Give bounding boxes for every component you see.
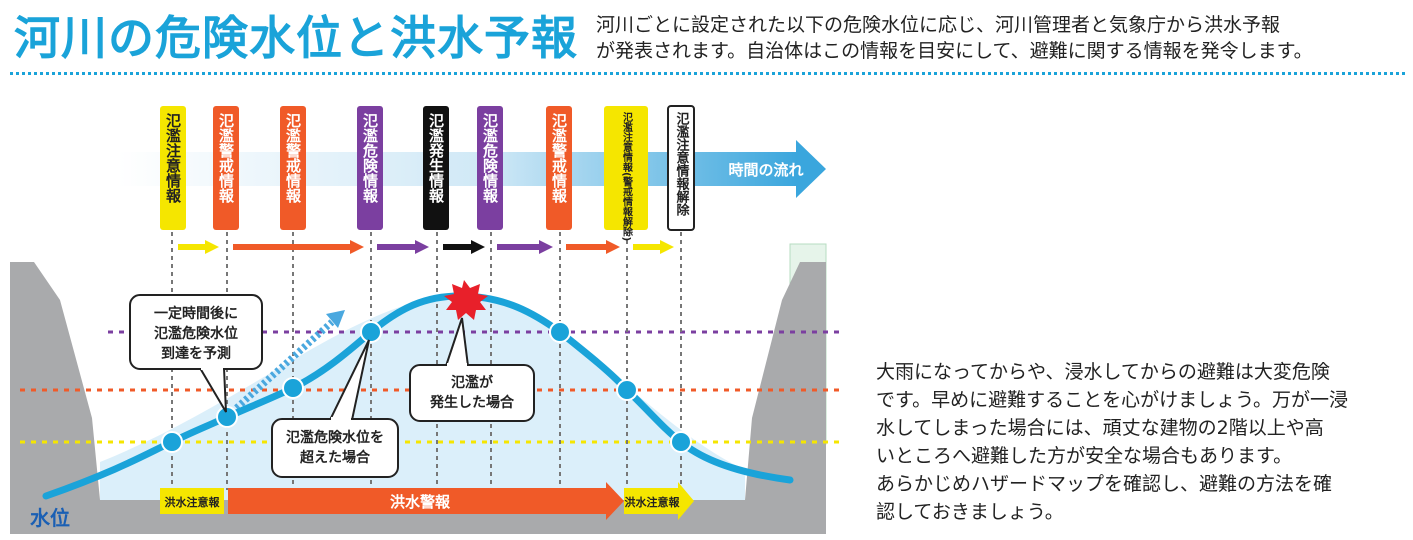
tag-6: 氾濫危険情報 xyxy=(477,106,503,230)
prediction-arrow xyxy=(229,310,345,415)
svg-text:氾濫危険水位: 氾濫危険水位 xyxy=(154,325,238,342)
water-level-label: 水位 xyxy=(30,506,70,530)
forecast-right-label: 洪水注意報 xyxy=(625,495,681,509)
advice-line: あらかじめハザードマップを確認し、避難の方法を確 xyxy=(876,473,1333,495)
svg-text:超えた場合: 超えた場合 xyxy=(299,449,371,466)
svg-text:発生した場合: 発生した場合 xyxy=(429,394,515,411)
tag-1: 氾濫注意情報 xyxy=(160,106,186,230)
tag-label: 氾濫注意情報解除 xyxy=(674,111,691,217)
forecast-middle-label: 洪水警報 xyxy=(390,493,451,511)
svg-text:氾濫が: 氾濫が xyxy=(451,374,494,391)
advice-text: 大雨になってからや、浸水してからの避難は大変危険 です。早めに避難することを心が… xyxy=(876,358,1408,526)
callout-flood: 氾濫が 発生した場合 xyxy=(409,317,535,422)
advice-line: 大雨になってからや、浸水してからの避難は大変危険 xyxy=(876,361,1330,383)
callout-predict: 一定時間後に 氾濫危険水位 到達を予測 xyxy=(129,294,263,413)
water-level-curve xyxy=(42,292,794,500)
tag-7: 氾濫警戒情報 xyxy=(546,106,572,230)
flood-burst-icon xyxy=(444,280,488,320)
tag-label: 氾濫注意情報 xyxy=(164,112,182,204)
tag-8: 氾濫注意情報(警戒情報解除) xyxy=(604,106,648,241)
title-divider xyxy=(10,72,1405,75)
forecast-left-label: 洪水注意報 xyxy=(165,495,221,509)
page-title: 河川の危険水位と洪水予報 xyxy=(14,11,578,65)
tag-9: 氾濫注意情報解除 xyxy=(667,105,695,231)
tag-2: 氾濫警戒情報 xyxy=(213,106,239,230)
advice-line: です。早めに避難することを心がけましょう。万が一浸 xyxy=(876,389,1348,411)
svg-text:氾濫危険水位を: 氾濫危険水位を xyxy=(286,429,384,446)
intro-line: 河川ごとに設定された以下の危険水位に応じ、河川管理者と気象庁から洪水予報 xyxy=(596,14,1281,36)
tag-label: 氾濫危険情報 xyxy=(481,112,499,204)
advice-line: 水してしまった場合には、頑丈な建物の2階以上や高 xyxy=(876,417,1324,439)
phase-arrows xyxy=(178,240,674,254)
time-flow-label: 時間の流れ xyxy=(728,161,803,179)
tag-label: 氾濫警戒情報 xyxy=(217,112,235,204)
callout-exceeded: 氾濫危険水位を 超えた場合 xyxy=(271,339,399,478)
level-points xyxy=(161,321,692,453)
tag-label: 氾濫警戒情報 xyxy=(550,112,568,204)
svg-text:一定時間後に: 一定時間後に xyxy=(154,305,238,322)
tag-3: 氾濫警戒情報 xyxy=(280,106,306,230)
advice-line: 認しておきましょう。 xyxy=(876,501,1064,523)
intro-line: が発表されます。自治体はこの情報を目安にして、避難に関する情報を発令します。 xyxy=(596,40,1313,62)
tag-label: 氾濫危険情報 xyxy=(361,112,379,204)
intro-text: 河川ごとに設定された以下の危険水位に応じ、河川管理者と気象庁から洪水予報 が発表… xyxy=(596,12,1408,64)
tag-label: 氾濫注意情報(警戒情報解除) xyxy=(621,111,634,241)
tag-label: 氾濫警戒情報 xyxy=(284,112,302,204)
tag-5: 氾濫発生情報 xyxy=(423,106,449,230)
forecast-bar: 洪水注意報 洪水警報 洪水注意報 xyxy=(160,482,694,520)
advice-line: いところへ避難した方が安全な場合もあります。 xyxy=(876,445,1293,467)
tag-label: 氾濫発生情報 xyxy=(427,112,445,204)
riverbank xyxy=(10,262,826,534)
svg-text:到達を予測: 到達を予測 xyxy=(161,345,231,362)
tag-4: 氾濫危険情報 xyxy=(357,106,383,230)
flood-diagram: 時間の流れ 氾濫注意情報 氾濫警戒情報 氾濫警戒情報 氾濫危険情報 氾濫発生情報 xyxy=(10,105,840,534)
